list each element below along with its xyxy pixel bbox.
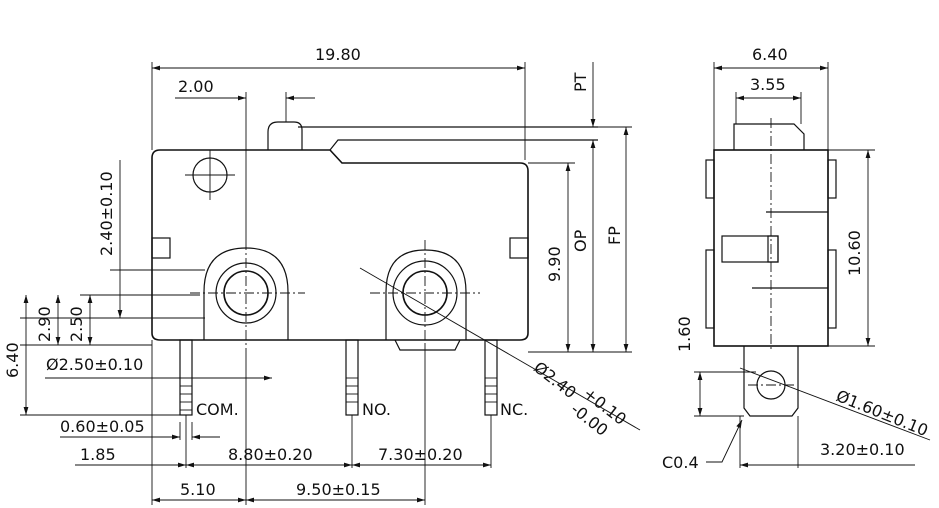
label-com: COM. [196, 400, 239, 419]
dim-hole-dia-left: Ø2.50±0.10 [46, 355, 143, 374]
dim-side-width: 6.40 [752, 45, 788, 64]
mounting-hole-right [370, 240, 480, 351]
mounting-hole-left [190, 240, 305, 350]
side-view: 6.40 3.55 10.60 1.60 Ø1.60±0.10 C0.4 3.2… [662, 45, 931, 472]
dim-actuator-offset: 2.00 [178, 77, 214, 96]
dim-terminal-thickness: 0.60±0.05 [60, 417, 145, 436]
body-notch-left [151, 237, 171, 259]
actuator-lever [298, 126, 598, 151]
dim-terminal-length: 6.40 [3, 342, 22, 378]
dim-height-290: 2.90 [35, 306, 54, 342]
dim-hole-height: 2.40±0.10 [97, 171, 116, 256]
dim-side-hole-dia: Ø1.60±0.10 [834, 386, 931, 440]
label-nc: NC. [500, 400, 528, 419]
dim-pitch-950: 9.50±0.15 [296, 480, 381, 499]
dim-height-990: 9.90 [545, 246, 564, 282]
label-fp: FP [605, 226, 624, 245]
dim-side-plunger-width: 3.55 [750, 75, 786, 94]
label-op: OP [571, 229, 590, 252]
dim-offset-510: 5.10 [180, 480, 216, 499]
dim-side-320: 3.20±0.10 [820, 440, 905, 459]
dim-hole-dia-right: Ø2.40 +0.10 -0.00 [530, 358, 630, 440]
dim-height-250: 2.50 [67, 306, 86, 342]
label-no: NO. [362, 400, 391, 419]
front-view: 19.80 2.00 2.40±0.10 2.90 2.50 6.40 Ø2.5… [3, 45, 641, 505]
terminal-no [345, 339, 359, 416]
body-notch-right [509, 237, 529, 259]
dim-overall-length: 19.80 [315, 45, 361, 64]
switch-body-outline [151, 149, 529, 341]
dim-chamfer: C0.4 [662, 453, 699, 472]
label-pt: PT [571, 72, 590, 92]
terminal-nc [484, 339, 498, 416]
dim-side-160: 1.60 [675, 316, 694, 352]
dim-pitch-730: 7.30±0.20 [378, 445, 463, 464]
dim-offset-185: 1.85 [80, 445, 116, 464]
svg-text:Ø2.40: Ø2.40 [530, 358, 580, 403]
dim-side-height: 10.60 [845, 230, 864, 276]
dim-pitch-880: 8.80±0.20 [228, 445, 313, 464]
side-terminal [743, 346, 799, 417]
side-plunger [733, 123, 805, 150]
terminal-com [179, 339, 193, 416]
plunger [267, 121, 303, 150]
extension-lines [20, 62, 632, 505]
